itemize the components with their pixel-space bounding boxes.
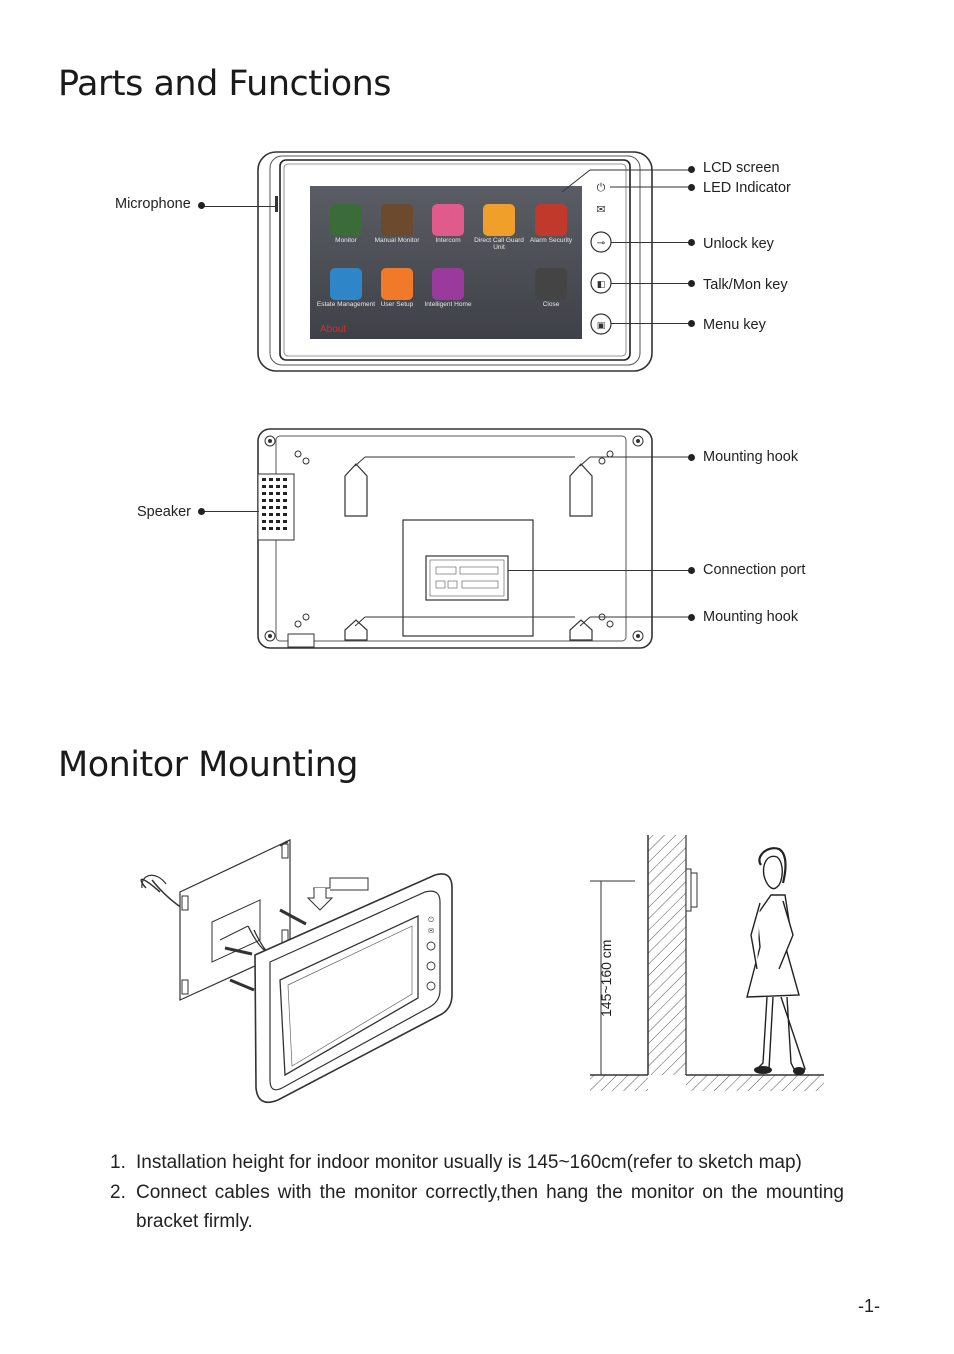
callout-microphone: Microphone [115, 196, 191, 212]
screen-label-manual-monitor: Manual Monitor [374, 237, 420, 244]
screen-label-alarm-security: Alarm Security [529, 237, 573, 244]
callout-speaker: Speaker [137, 504, 192, 520]
instruction-text: Connect cables with the monitor correctl… [136, 1181, 844, 1233]
screen-label-user-setup: User Setup [380, 301, 414, 308]
screen-label-close: Close [542, 301, 560, 308]
instruction-text: Installation height for indoor monitor u… [136, 1152, 802, 1173]
close-icon [535, 268, 567, 300]
svg-text:✉: ✉ [596, 203, 605, 216]
manual-monitor-icon [381, 204, 413, 236]
screen-label-intelligent-home: Intelligent Home [424, 301, 472, 308]
alarm-security-icon [535, 204, 567, 236]
direct-call-icon [483, 204, 515, 236]
estate-management-icon [330, 268, 362, 300]
screen-label-estate-management: Estate Management [316, 301, 376, 308]
svg-text:⏻: ⏻ [428, 916, 434, 924]
callout-unlock-key: Unlock key [703, 236, 774, 252]
height-dimension-label: 145~160 cm [598, 939, 614, 1017]
screen-about-label: About [320, 324, 347, 335]
instruction-list: 1. Installation height for indoor monito… [110, 1148, 844, 1237]
svg-text:◧: ◧ [597, 280, 606, 290]
section-title-mounting: Monitor Mounting [58, 745, 359, 785]
section-title-parts: Parts and Functions [58, 64, 392, 104]
svg-text:✉: ✉ [428, 927, 434, 935]
intercom-icon [432, 204, 464, 236]
intelligent-home-icon [432, 268, 464, 300]
top-hook-leader-line [355, 456, 691, 467]
screen-label-direct-call: Direct Call Guard Unit [474, 237, 524, 251]
svg-text:▣: ▣ [597, 321, 606, 331]
callout-connection-port: Connection port [703, 562, 806, 578]
height-sketch-diagram [590, 835, 824, 1091]
callout-mounting-hook-top: Mounting hook [703, 449, 799, 465]
bottom-hook-leader-line [355, 616, 691, 627]
page-number: -1- [858, 1296, 880, 1316]
lcd-screen: Monitor Manual Monitor Intercom Direct C… [310, 186, 582, 339]
callout-lcd-screen: LCD screen [703, 160, 780, 176]
monitor-icon [330, 204, 362, 236]
lcd-leader-line [561, 169, 690, 193]
svg-text:⏻: ⏻ [597, 181, 606, 194]
user-setup-icon [381, 268, 413, 300]
instruction-item: 2. Connect cables with the monitor corre… [110, 1178, 844, 1237]
callout-mounting-hook-bottom: Mounting hook [703, 609, 799, 625]
screen-label-intercom: Intercom [435, 237, 461, 244]
callout-talk-mon-key: Talk/Mon key [703, 277, 788, 293]
svg-text:⊸: ⊸ [597, 238, 605, 249]
callout-menu-key: Menu key [703, 317, 766, 333]
instruction-number: 2. [110, 1181, 126, 1203]
mounting-bracket-diagram: ⏻ ✉ [140, 839, 453, 1104]
callout-led-indicator: LED Indicator [703, 180, 791, 196]
instruction-item: 1. Installation height for indoor monito… [110, 1148, 844, 1178]
screen-label-monitor: Monitor [335, 237, 357, 244]
instruction-number: 1. [110, 1152, 126, 1173]
